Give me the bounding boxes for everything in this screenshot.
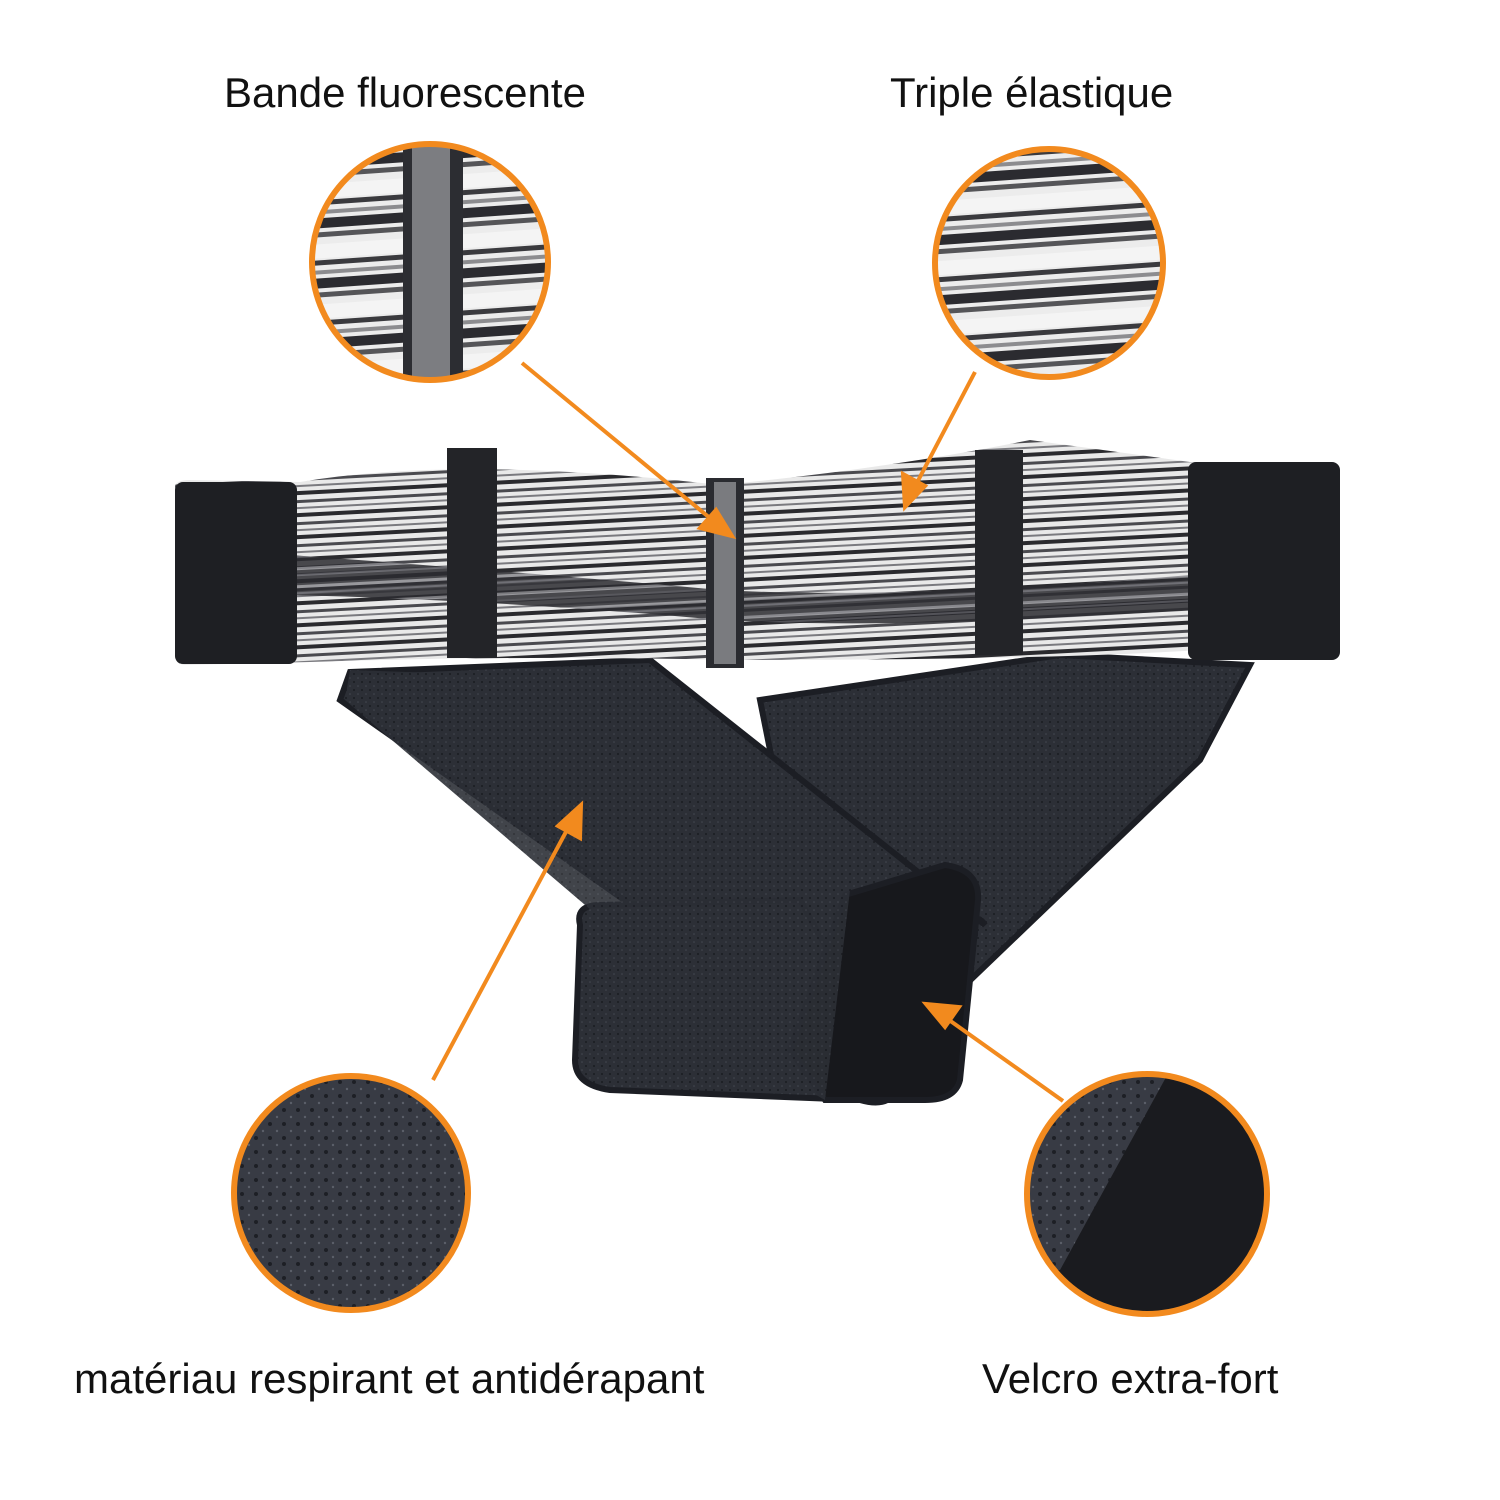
callout-circle-breathable-material bbox=[231, 1073, 471, 1313]
belt-lower-straps bbox=[336, 651, 1255, 1106]
belt-main-band bbox=[175, 440, 1340, 668]
arrow-icon-reflective-band bbox=[520, 361, 737, 540]
callout-label-breathable-material: matériau respirant et antidérapant bbox=[74, 1355, 705, 1402]
callout-circle-velcro bbox=[1024, 1071, 1270, 1317]
arrow-icon-triple-elastic bbox=[900, 371, 977, 512]
callout-label-velcro: Velcro extra-fort bbox=[982, 1355, 1279, 1402]
callout-circle-triple-elastic bbox=[932, 146, 1166, 380]
callout-label-triple-elastic: Triple élastique bbox=[890, 69, 1174, 116]
arrow-icon-velcro bbox=[921, 1001, 1065, 1103]
callout-arrows bbox=[431, 361, 1065, 1103]
callout-circle-reflective-band bbox=[309, 141, 551, 383]
callout-label-reflective-band: Bande fluorescente bbox=[224, 69, 586, 116]
arrow-icon-breathable-material bbox=[431, 800, 584, 1081]
